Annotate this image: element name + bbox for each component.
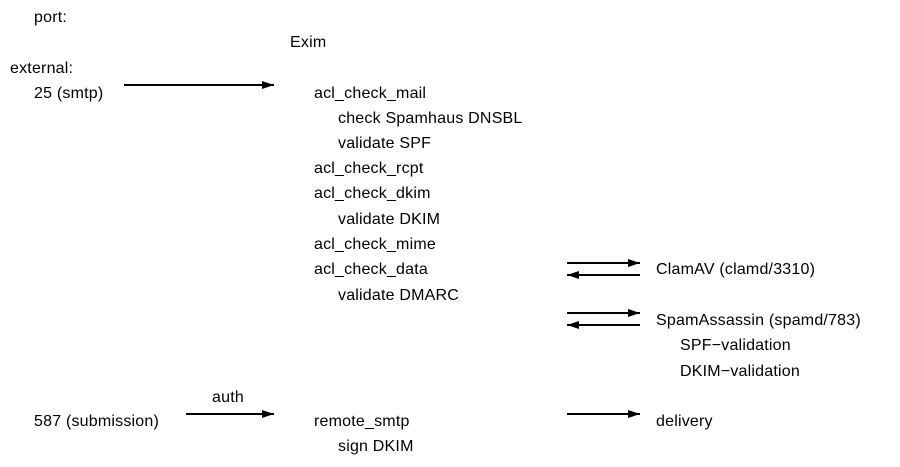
acl-check-mail: acl_check_mail [314, 85, 427, 102]
spamassassin-service: SpamAssassin (spamd/783) [656, 312, 861, 329]
validate-dkim: validate DKIM [338, 211, 441, 228]
acl-check-data: acl_check_data [314, 261, 428, 278]
clamav-service: ClamAV (clamd/3310) [656, 261, 816, 278]
external-label: external: [10, 60, 74, 77]
spf-validation: SPF−validation [680, 337, 791, 354]
check-spamhaus-dnsbl: check Spamhaus DNSBL [338, 110, 523, 127]
port-header: port: [34, 9, 68, 26]
auth-label: auth [212, 389, 244, 406]
acl-check-rcpt: acl_check_rcpt [314, 160, 424, 177]
remote-smtp: remote_smtp [314, 413, 410, 430]
exim-header: Exim [290, 34, 327, 51]
validate-dmarc: validate DMARC [338, 287, 460, 304]
dkim-validation: DKIM−validation [680, 363, 800, 380]
port-submission: 587 (submission) [34, 413, 160, 430]
sign-dkim: sign DKIM [338, 438, 414, 455]
port-smtp: 25 (smtp) [34, 85, 104, 102]
delivery-target: delivery [656, 413, 713, 430]
acl-check-mime: acl_check_mime [314, 236, 436, 253]
acl-check-dkim: acl_check_dkim [314, 185, 431, 202]
validate-spf: validate SPF [338, 135, 432, 152]
